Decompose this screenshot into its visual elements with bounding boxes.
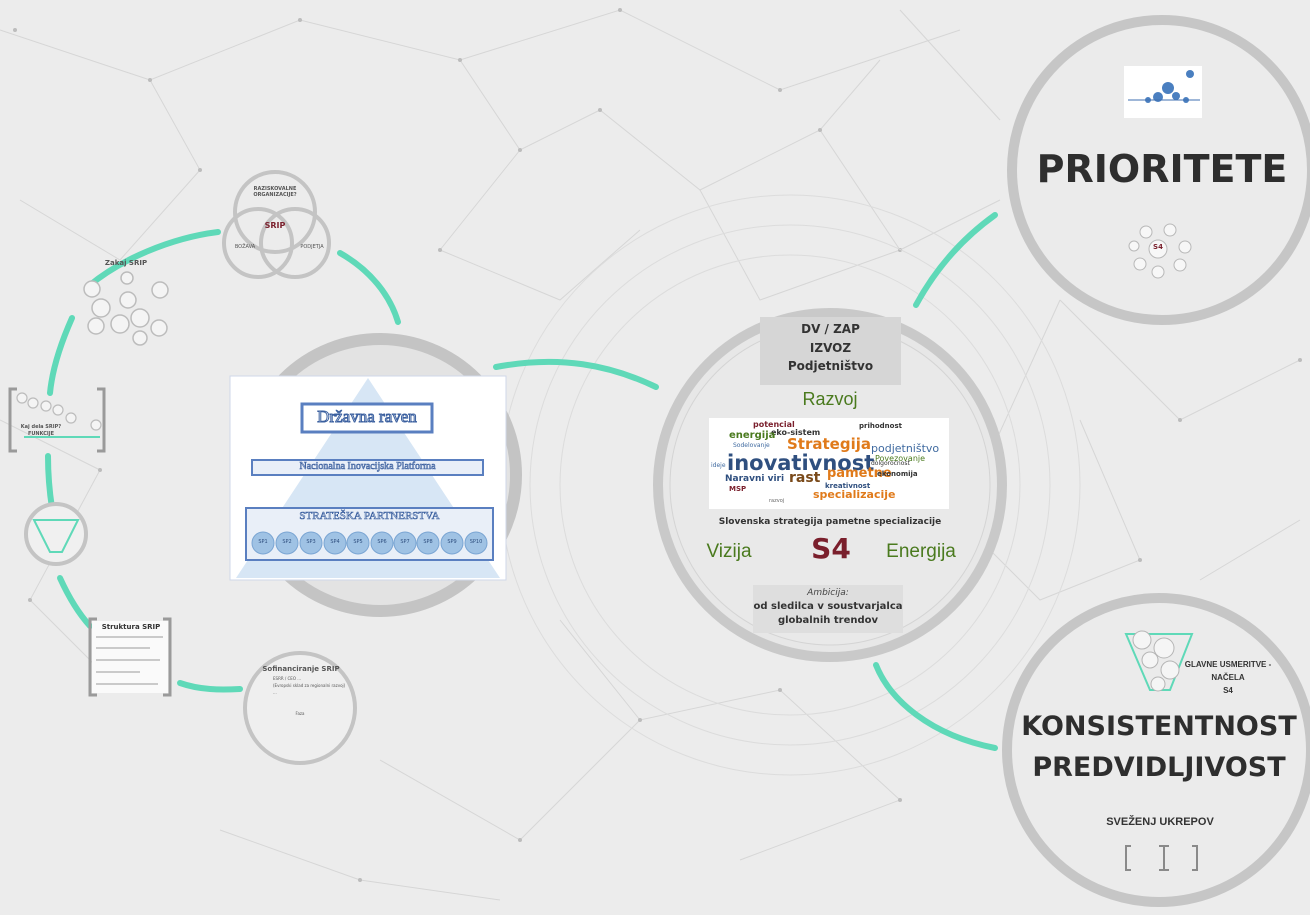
wc-word-5: podjetništvo xyxy=(871,442,940,455)
connector-arcs xyxy=(45,212,998,751)
sp-4: SP4 xyxy=(330,539,340,545)
background-rings xyxy=(499,194,1081,776)
partnerships-label: STRATEŠKA PARTNERSTVA xyxy=(299,510,440,523)
razvoj-label: Razvoj xyxy=(802,389,858,409)
wc-word-16: Sodelovanje xyxy=(733,442,770,449)
wc-word-9: rast xyxy=(789,470,821,486)
venn-ring-left[interactable] xyxy=(222,207,294,279)
sp-7: SP7 xyxy=(400,539,410,545)
konsistentnost-title: KONSISTENTNOST xyxy=(1021,711,1297,742)
wc-word-15: Povezovanje xyxy=(875,454,926,463)
wc-word-18: razvoj xyxy=(769,498,785,504)
wc-word-17: ideje xyxy=(711,462,726,469)
center-top-box xyxy=(760,317,901,385)
sp-10: SP10 xyxy=(469,539,483,545)
sofin-item-4: Faza xyxy=(295,711,305,716)
sp-3: SP3 xyxy=(306,539,316,545)
vizija-label: Vizija xyxy=(706,541,752,562)
funnel-bubbles xyxy=(1132,630,1180,692)
wordcloud-box[interactable] xyxy=(709,418,949,509)
venn-right-label: PODJETJA xyxy=(300,244,324,250)
pyramid-title-box xyxy=(300,402,434,434)
wc-word-6: inovativnost xyxy=(727,451,875,475)
platform-label: Nacionalna Inovacijska Platforma xyxy=(299,461,436,473)
kaj-dela-label: Kaj dela SRIP? FUNKCIJE xyxy=(20,424,62,437)
venn-center-label: SRIP xyxy=(264,221,286,230)
glavne-line-2: NAČELA xyxy=(1211,673,1245,682)
wc-word-13: ekonomija xyxy=(877,470,918,478)
svezenj-label: SVEŽENJ UKREPOV xyxy=(1106,816,1214,828)
sp-9: SP9 xyxy=(447,539,457,545)
ambicija-line-2: globalnih trendov xyxy=(777,615,879,626)
sp-6: SP6 xyxy=(377,539,387,545)
konsistentnost-ring[interactable] xyxy=(1002,593,1310,907)
wc-word-14: dolgoročnost xyxy=(871,460,910,467)
zakaj-diagram[interactable] xyxy=(83,271,169,346)
sp-1: SP1 xyxy=(258,539,268,545)
background-dots xyxy=(13,8,1302,882)
ambicija-label: Ambicija: xyxy=(807,588,849,598)
platform-box xyxy=(251,459,484,476)
sofin-item-2: (Evropski sklad za regionalni razvoj) xyxy=(273,683,346,688)
venn-ring-right[interactable] xyxy=(259,207,331,279)
bracket-struktura[interactable] xyxy=(88,617,172,697)
funnel-icon-large[interactable] xyxy=(1124,633,1194,691)
prioritete-s4: S4 xyxy=(1153,243,1163,251)
funnel-icon-small xyxy=(32,519,80,553)
sp-5: SP5 xyxy=(353,539,363,545)
glavne-line-3: S4 xyxy=(1223,686,1233,695)
sofinanciranje-ring[interactable] xyxy=(243,651,357,765)
energija-label: Energija xyxy=(886,541,956,562)
wc-word-19: prihodnost xyxy=(859,422,902,430)
wc-word-3: energija xyxy=(729,430,776,441)
venn-ring-top[interactable] xyxy=(233,170,317,254)
venn-left-label: BOŽAVA xyxy=(234,244,256,250)
center-top-line-2: IZVOZ xyxy=(809,341,852,355)
struktura-thumb-lines xyxy=(96,636,163,685)
wc-word-4: Strategija xyxy=(787,435,871,453)
svezenj-brackets[interactable] xyxy=(1125,845,1198,871)
sofinanciranje-label: Sofinanciranje SRIP xyxy=(262,665,340,673)
struktura-thumb xyxy=(92,621,168,693)
wc-word-8: Naravni viri xyxy=(725,474,785,484)
sp-8: SP8 xyxy=(423,539,433,545)
wc-word-7: pametne xyxy=(827,466,892,481)
ambicija-line-1: od sledilca v soustvarjalca xyxy=(753,601,903,612)
wc-word-1: potencial xyxy=(753,420,795,429)
kaj-dela-diagram xyxy=(16,392,102,431)
sp-bubbles xyxy=(251,531,488,555)
center-top-line-1: DV / ZAP xyxy=(801,322,860,336)
venn-top-label: RAZISKOVALNE ORGANIZACIJE? xyxy=(253,186,297,198)
struktura-label: Struktura SRIP xyxy=(101,623,161,631)
wordcloud: potencial eko-sistem energija Strategija… xyxy=(709,418,949,509)
wc-word-2: eko-sistem xyxy=(771,428,821,437)
wc-word-11: MSP xyxy=(729,485,747,493)
s4-title: S4 xyxy=(811,532,851,565)
s4-mini-diagram[interactable] xyxy=(1128,223,1192,279)
glavne-line-1: GLAVNE USMERITVE - xyxy=(1184,660,1272,669)
center-top-line-3: Podjetništvo xyxy=(787,359,874,373)
bracket-kaj-dela[interactable] xyxy=(8,387,106,453)
predvidljivost-title: PREDVIDLJIVOST xyxy=(1032,752,1286,783)
prioritete-ring[interactable] xyxy=(1007,15,1310,325)
sofin-item-1: ESRR / CEO ... xyxy=(273,676,302,681)
prioritete-title: PRIORITETE xyxy=(1036,147,1288,191)
wc-word-12: kreativnost xyxy=(825,482,871,490)
sp-2: SP2 xyxy=(282,539,292,545)
center-bottom-box xyxy=(753,585,903,633)
zakaj-label: Zakaj SRIP xyxy=(104,259,148,267)
wc-word-10: specializacije xyxy=(813,488,896,501)
sofin-item-3: ... xyxy=(273,690,277,695)
pyramid-title: Državna raven xyxy=(317,407,418,427)
funnel-ring[interactable] xyxy=(24,502,88,566)
s4-subtitle: Slovenska strategija pametne specializac… xyxy=(718,517,942,527)
